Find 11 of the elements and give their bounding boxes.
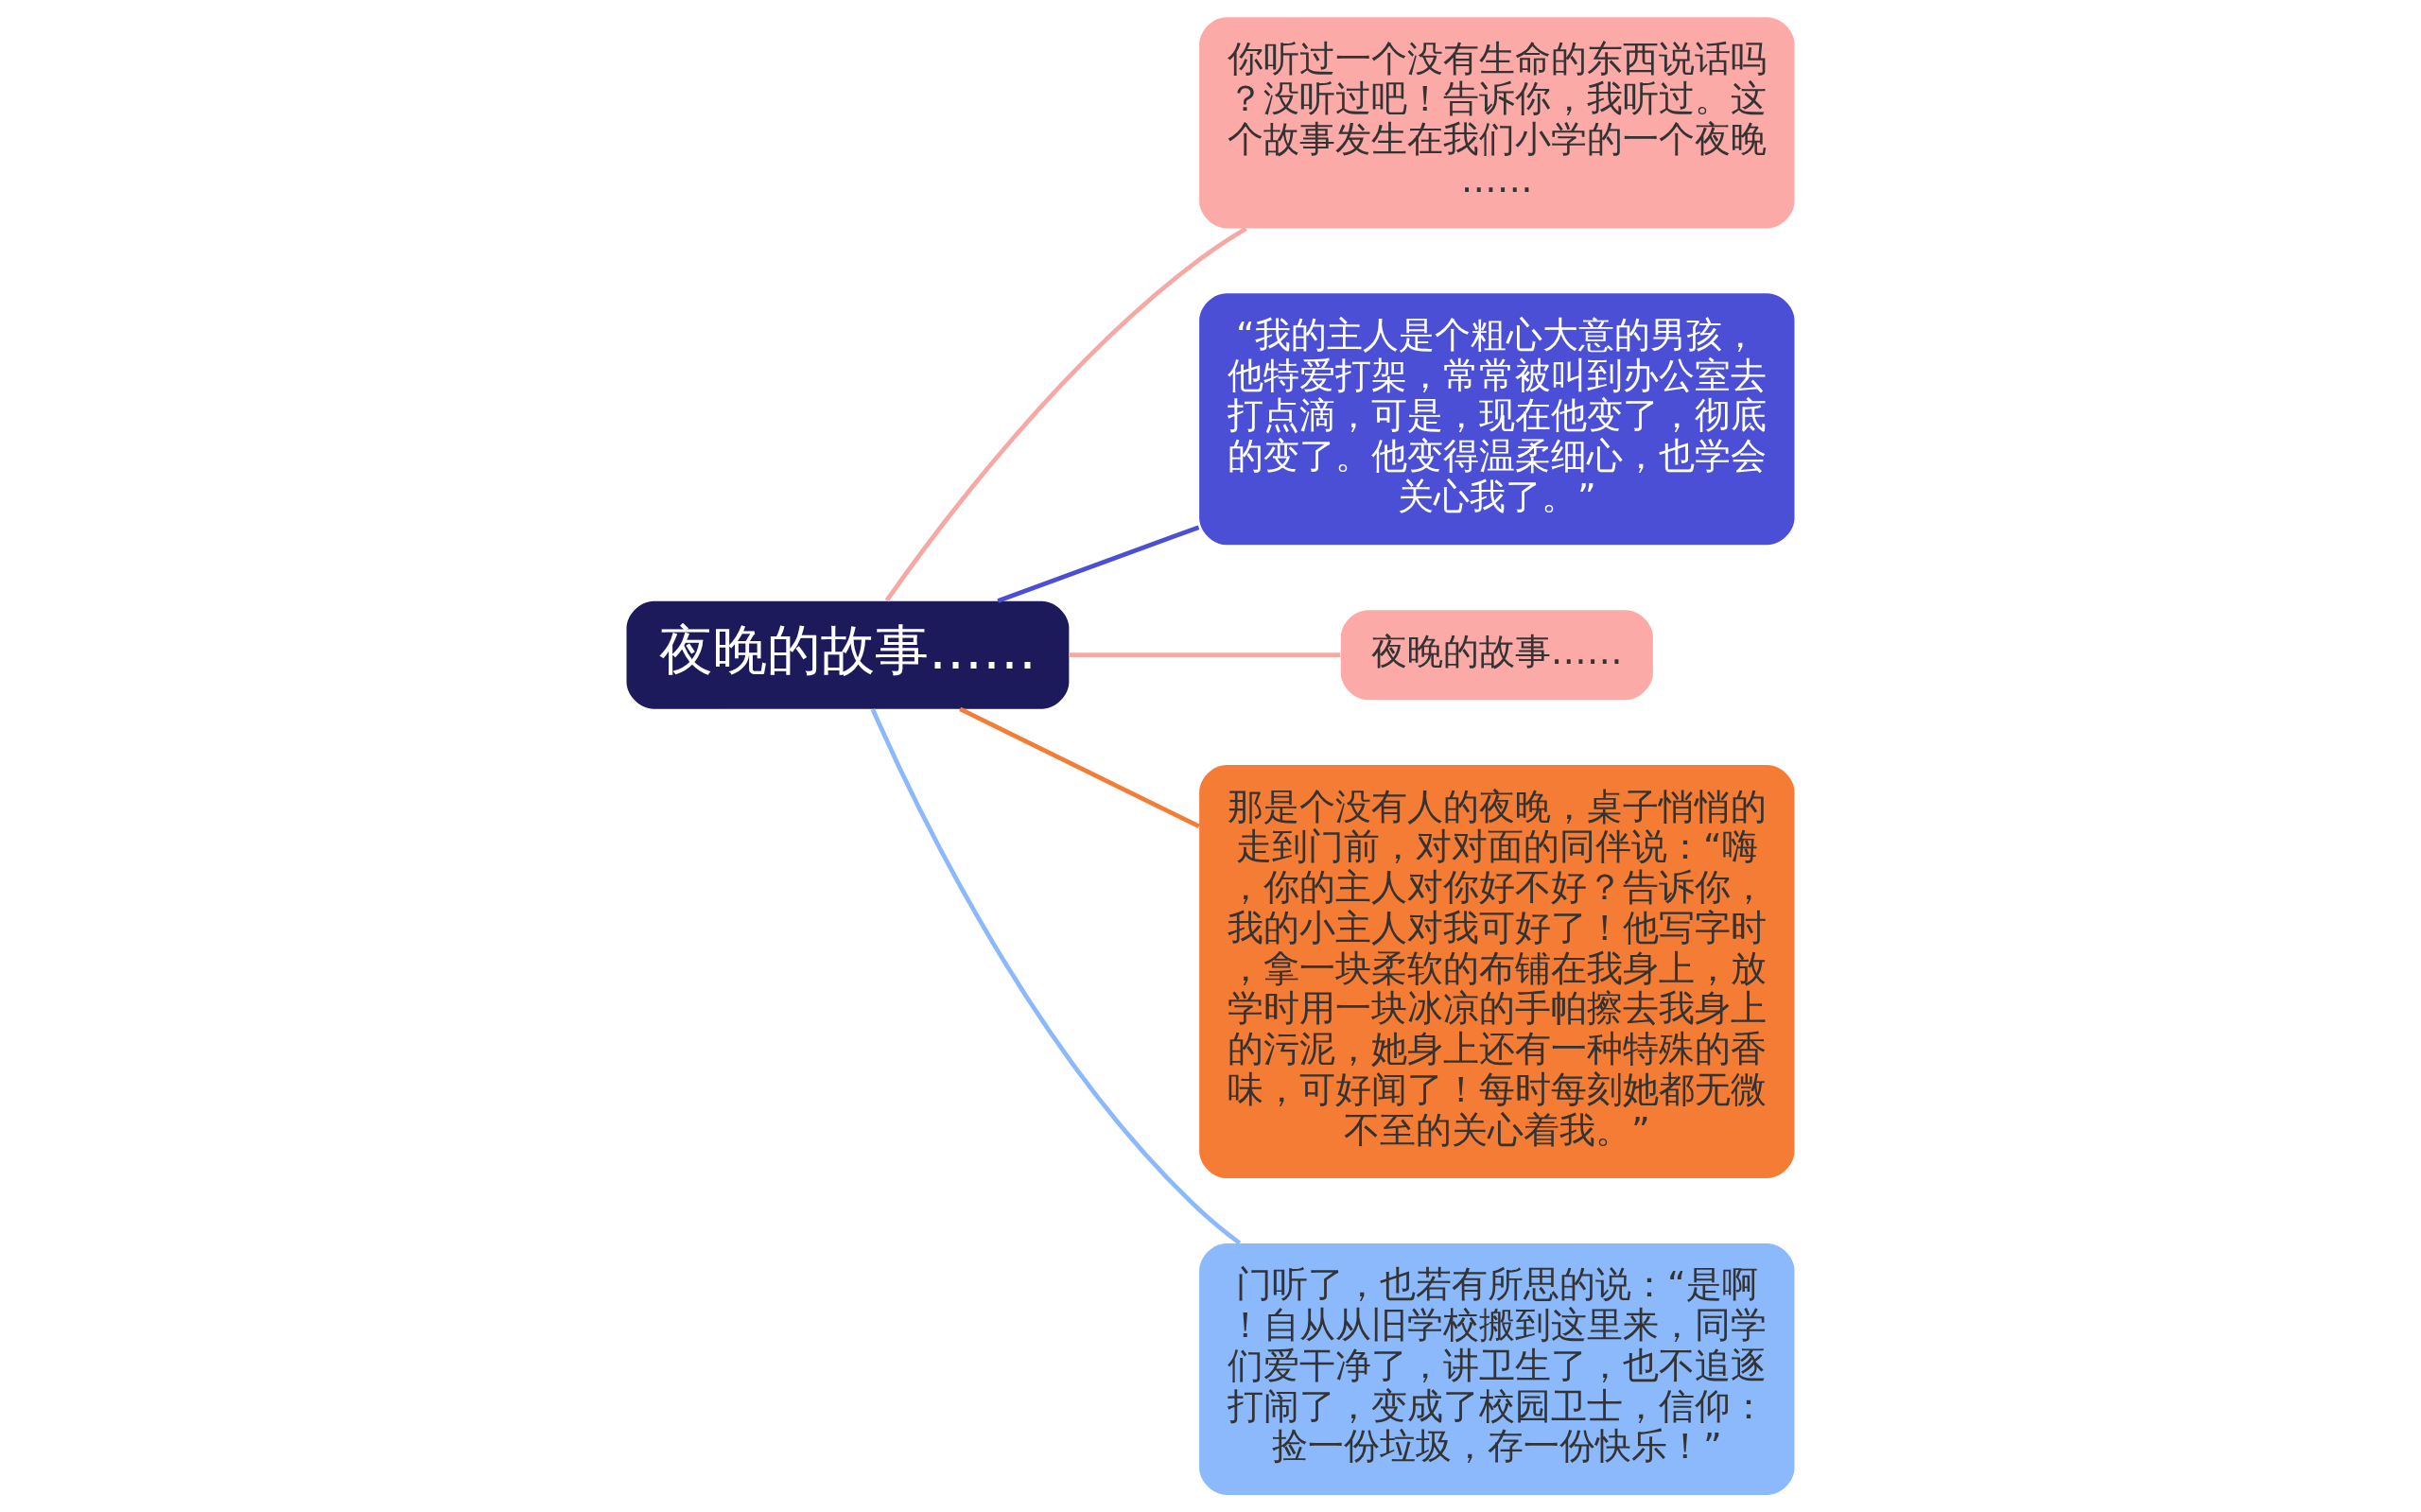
node-box: 你听过一个没有生命的东西说话吗？没听过吧！告诉你，我听过。这个故事发生在我们小学的一个夜晚…… [1199, 17, 1795, 229]
connector [884, 226, 1247, 602]
node-box: 夜晚的故事…… [626, 600, 1070, 709]
node-box: 那是个没有人的夜晚，桌子悄悄的走到门前，对对面的同伴说：“嗨，你的主人对你好不好？告诉你，我的小主人对我可好了！他写字时，拿一块柔软的布铺在我身上，放学时用一块冰凉的手帕擦去我身上的污泥，她身上还有一种特殊的香味，可好闻了！每时每刻她都无微不至的关心着我。” [1199, 765, 1795, 1178]
connector [959, 706, 1200, 829]
connector [870, 708, 1242, 1245]
node-box: 门听了，也若有所思的说：“是啊！自从从旧学校搬到这里来，同学们爱干净了，讲卫生了，也不追逐打闹了，变成了校园卫士，信仰：捡一份垃圾，存一份快乐！” [1199, 1243, 1795, 1495]
node-box: 夜晚的故事…… [1340, 610, 1653, 701]
node-box: “我的主人是个粗心大意的男孩，他特爱打架，常常被叫到办公室去打点滴，可是，现在他变了，彻底的变了。他变得温柔细心，也学会关心我了。” [1199, 293, 1795, 546]
connector [1069, 652, 1341, 657]
connector [997, 525, 1200, 603]
